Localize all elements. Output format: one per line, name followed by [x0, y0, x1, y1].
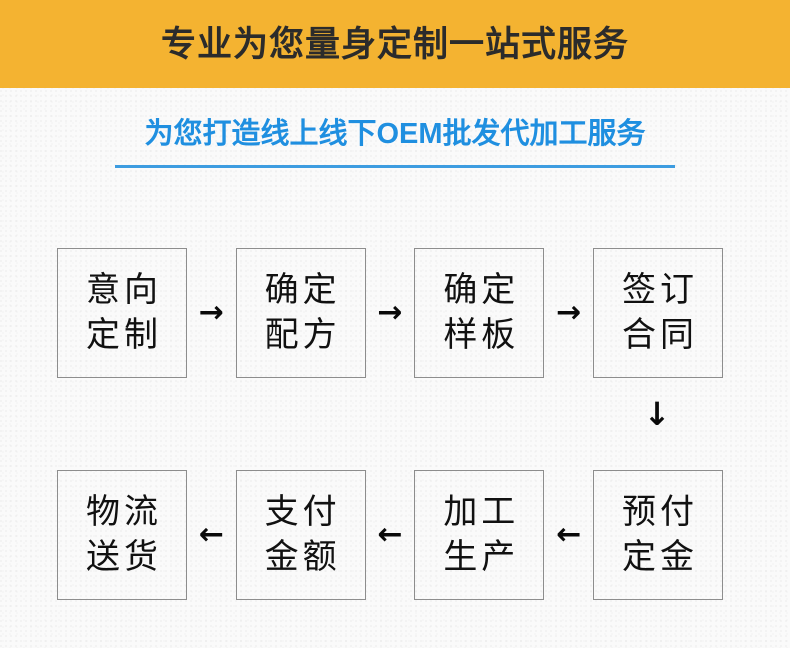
- flow-step-delivery[interactable]: 物流 送货: [57, 470, 187, 600]
- arrow-right-icon: →: [377, 295, 403, 330]
- arrow-down-icon: ↓: [643, 395, 671, 433]
- flow-step-label-line2: 定金: [621, 538, 698, 576]
- arrow-left-icon: ←: [556, 517, 582, 552]
- header-banner: 专业为您量身定制一站式服务: [0, 0, 790, 88]
- flow-step-payment[interactable]: 支付 金额: [235, 470, 366, 600]
- page-title: 专业为您量身定制一站式服务: [160, 24, 629, 64]
- flow-step-label-line1: 意向: [86, 271, 162, 310]
- flow-step-intent[interactable]: 意向 定制: [57, 248, 187, 378]
- subtitle-divider: [115, 165, 675, 169]
- flow-row-1: 意向 定制 → 确定 配方 → 确定 样板 → 签订 合同: [57, 248, 723, 378]
- flow-step-label-line2: 送货: [86, 538, 162, 576]
- flow-step-label-line2: 定制: [86, 316, 162, 354]
- flow-step-production[interactable]: 加工 生产: [414, 470, 545, 600]
- arrow-right-icon: →: [556, 295, 582, 330]
- flow-step-deposit[interactable]: 预付 定金: [592, 470, 723, 600]
- flow-step-label-line1: 签订: [621, 271, 698, 310]
- subtitle-section: 为您打造线上线下OEM批发代加工服务: [115, 118, 675, 169]
- flow-step-label-line1: 确定: [264, 271, 341, 310]
- arrow-left-icon: ←: [198, 517, 224, 552]
- flow-step-label-line2: 样板: [443, 316, 520, 354]
- flow-step-label-line1: 预付: [621, 493, 698, 532]
- flow-step-contract[interactable]: 签订 合同: [592, 248, 723, 378]
- flow-step-label-line2: 生产: [443, 538, 520, 576]
- flow-step-label-line2: 金额: [264, 538, 341, 576]
- flow-step-label-line1: 加工: [443, 493, 520, 532]
- arrow-right-icon: →: [198, 295, 224, 330]
- flow-row-2: 物流 送货 ← 支付 金额 ← 加工 生产 ← 预付 定金: [57, 470, 723, 600]
- flow-step-label-line1: 支付: [264, 493, 341, 532]
- flow-step-formula[interactable]: 确定 配方: [235, 248, 366, 378]
- flow-step-label-line2: 配方: [264, 316, 341, 354]
- flow-step-label-line1: 确定: [443, 271, 520, 310]
- subtitle-text: 为您打造线上线下OEM批发代加工服务: [144, 118, 646, 150]
- flow-step-sample[interactable]: 确定 样板: [414, 248, 545, 378]
- flow-step-label-line2: 合同: [621, 316, 698, 354]
- arrow-left-icon: ←: [377, 517, 403, 552]
- flow-step-label-line1: 物流: [86, 493, 162, 532]
